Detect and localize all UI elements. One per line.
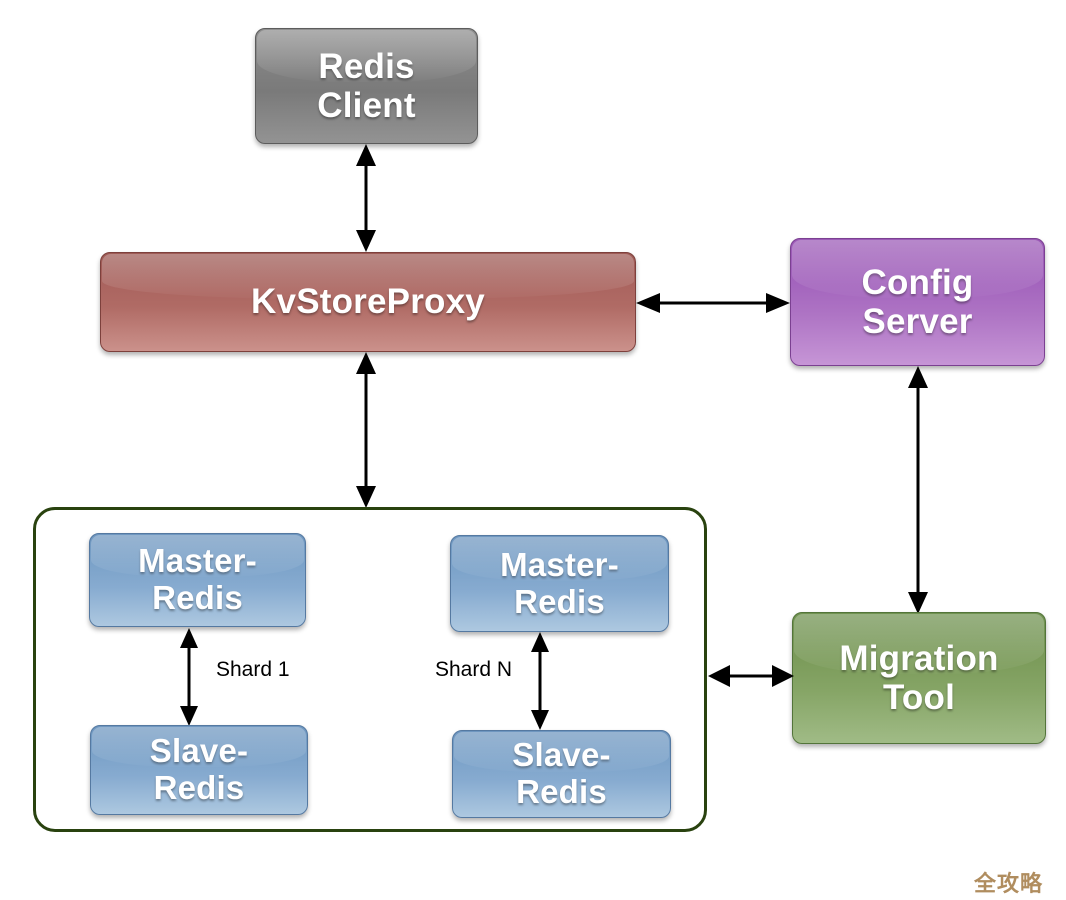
arrow-proxy-configserver xyxy=(636,293,790,313)
node-shard1-master-redis[interactable]: Master- Redis xyxy=(89,533,306,627)
arrow-shard1-master-slave xyxy=(180,628,198,726)
arrow-shards-migrationtool xyxy=(708,665,794,687)
node-kvstoreproxy[interactable]: KvStoreProxy xyxy=(100,252,636,352)
node-redis-client[interactable]: Redis Client xyxy=(255,28,478,144)
arrow-shardn-master-slave xyxy=(531,632,549,730)
arrow-proxy-shards xyxy=(356,352,376,508)
node-shard1-slave-redis[interactable]: Slave- Redis xyxy=(90,725,308,815)
arrow-client-proxy xyxy=(356,144,376,252)
node-config-server[interactable]: Config Server xyxy=(790,238,1045,366)
label-shard-n: Shard N xyxy=(435,658,513,681)
shards-container xyxy=(33,507,707,832)
node-shardn-master-redis[interactable]: Master- Redis xyxy=(450,535,669,632)
arrow-configserver-migrationtool xyxy=(908,366,928,614)
label-shard-1: Shard 1 xyxy=(216,658,290,681)
watermark: 全攻略 xyxy=(974,871,1044,896)
node-shardn-slave-redis[interactable]: Slave- Redis xyxy=(452,730,671,818)
node-migration-tool[interactable]: Migration Tool xyxy=(792,612,1046,744)
